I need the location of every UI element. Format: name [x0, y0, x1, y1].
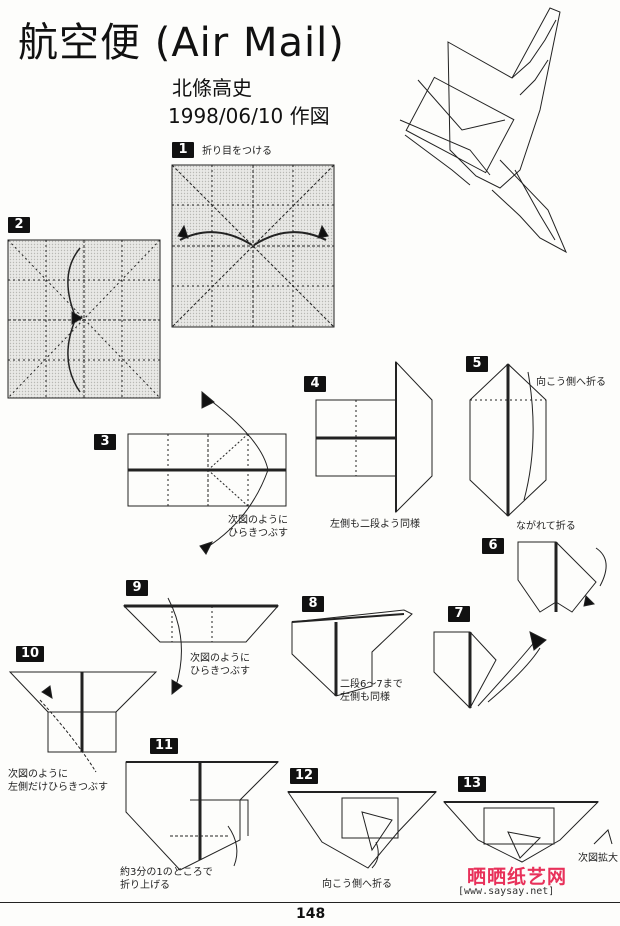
- step3-diagram: [127, 390, 287, 555]
- step11-diagram: [125, 761, 280, 871]
- step10-diagram: [8, 671, 158, 773]
- step4-caption: 左側も二段よう同様: [330, 519, 420, 530]
- step12-diagram: [287, 791, 438, 869]
- step10-caption: 次図のように 左側だけひらきつぶす: [8, 769, 108, 793]
- step13-caption: 次図拡大: [578, 853, 618, 864]
- step4-diagram: [315, 360, 433, 514]
- step7-badge: 7: [448, 606, 470, 622]
- step9-caption: 次図のように ひらきつぶす: [190, 653, 250, 677]
- step6-diagram: [517, 541, 607, 613]
- step6-caption: ながれて折る: [516, 521, 576, 532]
- step8-caption: 二段6〜7まで 左側も同様: [340, 679, 403, 703]
- step3-badge: 3: [94, 434, 116, 450]
- step1-badge: 1: [172, 142, 194, 158]
- step13-diagram: [442, 801, 613, 863]
- step10-badge: 10: [16, 646, 44, 662]
- step12-badge: 12: [290, 768, 318, 784]
- step7-diagram: [433, 631, 547, 709]
- air-mail-model-illustration: [399, 7, 568, 254]
- watermark-logo: 晒晒纸艺网: [467, 866, 568, 888]
- author-name: 北條高史: [172, 76, 252, 100]
- step8-badge: 8: [302, 596, 324, 612]
- step4-badge: 4: [304, 376, 326, 392]
- step2-badge: 2: [8, 217, 30, 233]
- page-title: 航空便 (Air Mail): [18, 20, 345, 66]
- step5-caption: 向こう側へ折る: [536, 377, 606, 388]
- watermark-url: [www.saysay.net]: [458, 886, 555, 897]
- step11-badge: 11: [150, 738, 178, 754]
- page-number: 148: [296, 906, 326, 922]
- step9-badge: 9: [126, 580, 148, 596]
- step5-badge: 5: [466, 356, 488, 372]
- step13-badge: 13: [458, 776, 486, 792]
- step6-badge: 6: [482, 538, 504, 554]
- step5-diagram: [469, 363, 547, 517]
- diagram-date: 1998/06/10 作図: [168, 104, 330, 128]
- footer-rule: [0, 902, 620, 903]
- step9-diagram: [122, 597, 280, 696]
- step12-caption: 向こう側へ折る: [322, 879, 392, 890]
- step1-caption: 折り目をつける: [202, 146, 272, 157]
- step3-caption: 次図のように ひらきつぶす: [228, 515, 288, 539]
- step11-caption: 約3分の1のところで 折り上げる: [120, 867, 213, 891]
- step8-diagram: [291, 609, 413, 697]
- step2-diagram: [7, 239, 161, 399]
- step1-diagram: [171, 164, 335, 328]
